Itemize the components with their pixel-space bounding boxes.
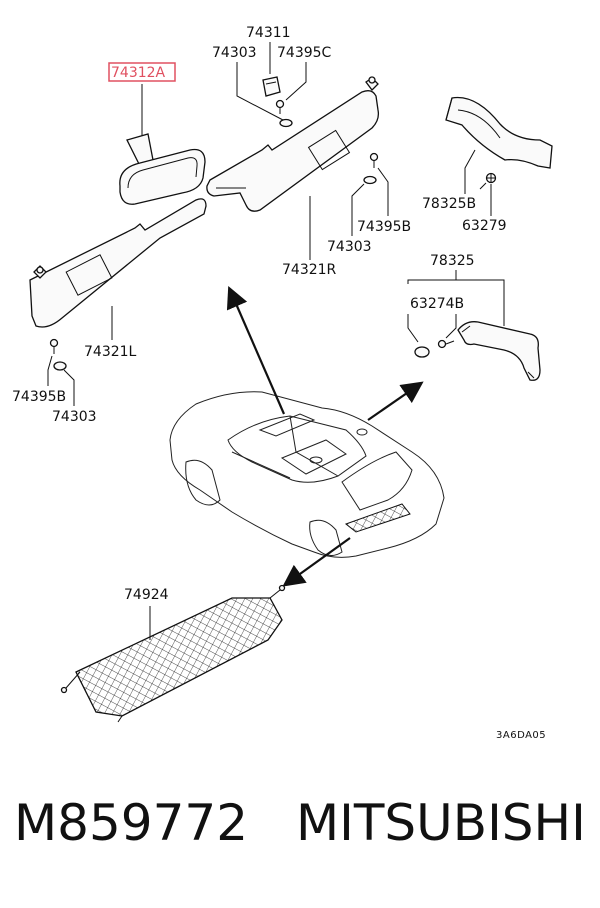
- grip-handle[interactable]: [457, 321, 541, 381]
- brand-name: MITSUBISHI: [296, 794, 586, 852]
- leader-74303-right: [351, 183, 365, 236]
- label-78325b[interactable]: 78325B: [422, 196, 476, 212]
- leader-63274b: [407, 314, 457, 343]
- parts-diagram: 74312A 74311 74303 74395C 74321R 74395B …: [12, 25, 553, 741]
- leader-74395b-right: [377, 167, 389, 216]
- screw-top-icon[interactable]: [275, 99, 285, 115]
- vehicle-outline: [169, 391, 445, 558]
- label-74321l[interactable]: 74321L: [84, 344, 137, 360]
- label-63274b[interactable]: 63274B: [410, 296, 464, 312]
- label-74303-right[interactable]: 74303: [327, 239, 372, 255]
- sun-visor-left[interactable]: [29, 198, 207, 328]
- label-74924[interactable]: 74924: [124, 587, 169, 603]
- arrow-to-cargo-net: [282, 537, 351, 587]
- washer-visor-left-icon[interactable]: [53, 361, 67, 371]
- arrow-to-grip-handle: [367, 381, 424, 421]
- label-74395c[interactable]: 74395C: [277, 45, 332, 61]
- label-74311[interactable]: 74311: [246, 25, 291, 41]
- grip-cap-icon[interactable]: [414, 346, 430, 358]
- label-74303-left[interactable]: 74303: [52, 409, 97, 425]
- label-74303-top[interactable]: 74303: [212, 45, 257, 61]
- washer-visor-right-icon[interactable]: [363, 175, 377, 185]
- leader-74303-top: [236, 62, 284, 121]
- arrow-to-visors: [226, 285, 286, 415]
- highlight-box: [108, 62, 176, 82]
- diagram-code: 3A6DA05: [496, 730, 546, 741]
- label-78325[interactable]: 78325: [430, 253, 475, 269]
- screw-visor-left-icon[interactable]: [49, 338, 59, 355]
- screw-grip-rear-icon[interactable]: [479, 172, 497, 190]
- leader-78325b: [464, 149, 476, 194]
- grip-handle-rear[interactable]: [445, 96, 553, 169]
- cargo-net[interactable]: [60, 584, 286, 723]
- label-74312a[interactable]: 74312A: [111, 65, 166, 81]
- rearview-mirror[interactable]: [119, 133, 206, 205]
- cargo-area-mesh: [344, 503, 411, 533]
- screw-visor-right-icon[interactable]: [369, 152, 379, 169]
- part-number: M859772: [14, 794, 249, 852]
- footer: M859772 MITSUBISHI: [0, 790, 600, 890]
- label-74321r[interactable]: 74321R: [282, 262, 337, 278]
- leader-78325: [407, 279, 505, 296]
- washer-top-icon[interactable]: [279, 118, 293, 128]
- visor-clip-icon[interactable]: [262, 76, 281, 97]
- leader-74303-left: [63, 369, 75, 406]
- leader-74395b-left: [47, 355, 53, 386]
- label-63279[interactable]: 63279: [462, 218, 507, 234]
- leader-74395c: [285, 62, 307, 101]
- label-74395b-right[interactable]: 74395B: [357, 219, 411, 235]
- screw-grip-icon[interactable]: [437, 339, 455, 349]
- label-74395b-left[interactable]: 74395B: [12, 389, 66, 405]
- sun-visor-right[interactable]: [206, 76, 380, 212]
